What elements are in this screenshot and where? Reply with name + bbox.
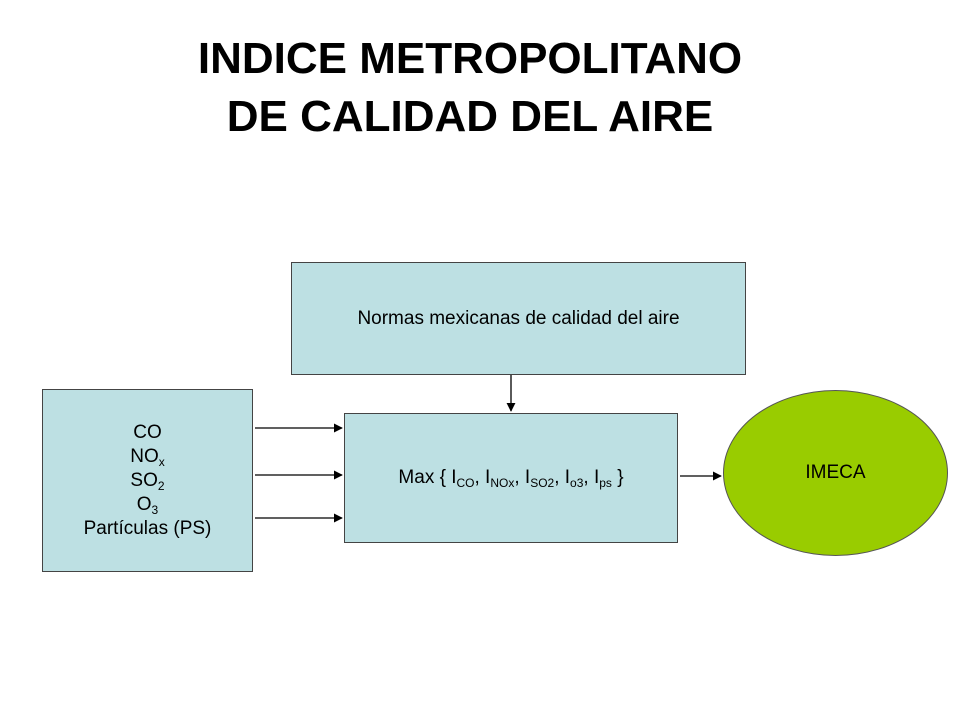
pollutant-nox: NOx (130, 445, 165, 469)
max-formula-box: Max { ICO, INOx, ISO2, Io3, Ips } (344, 413, 678, 543)
title-line-2: DE CALIDAD DEL AIRE (226, 92, 714, 141)
normas-label: Normas mexicanas de calidad del aire (357, 307, 680, 329)
imeca-result-ellipse: IMECA (723, 390, 948, 556)
pollutant-so2: SO2 (130, 469, 165, 493)
max-formula: Max { ICO, INOx, ISO2, Io3, Ips } (398, 467, 624, 490)
pollutant-particles: Partículas (PS) (83, 517, 212, 539)
pollutant-o3: O3 (136, 493, 159, 517)
imeca-label: IMECA (805, 462, 866, 483)
title-line-1: INDICE METROPOLITANO (197, 34, 743, 83)
pollutants-box: CO NOx SO2 O3 Partículas (PS) (42, 389, 253, 572)
normas-box: Normas mexicanas de calidad del aire (291, 262, 746, 375)
pollutant-co: CO (133, 421, 162, 443)
page-title: INDICE METROPOLITANO DE CALIDAD DEL AIRE (0, 30, 940, 146)
